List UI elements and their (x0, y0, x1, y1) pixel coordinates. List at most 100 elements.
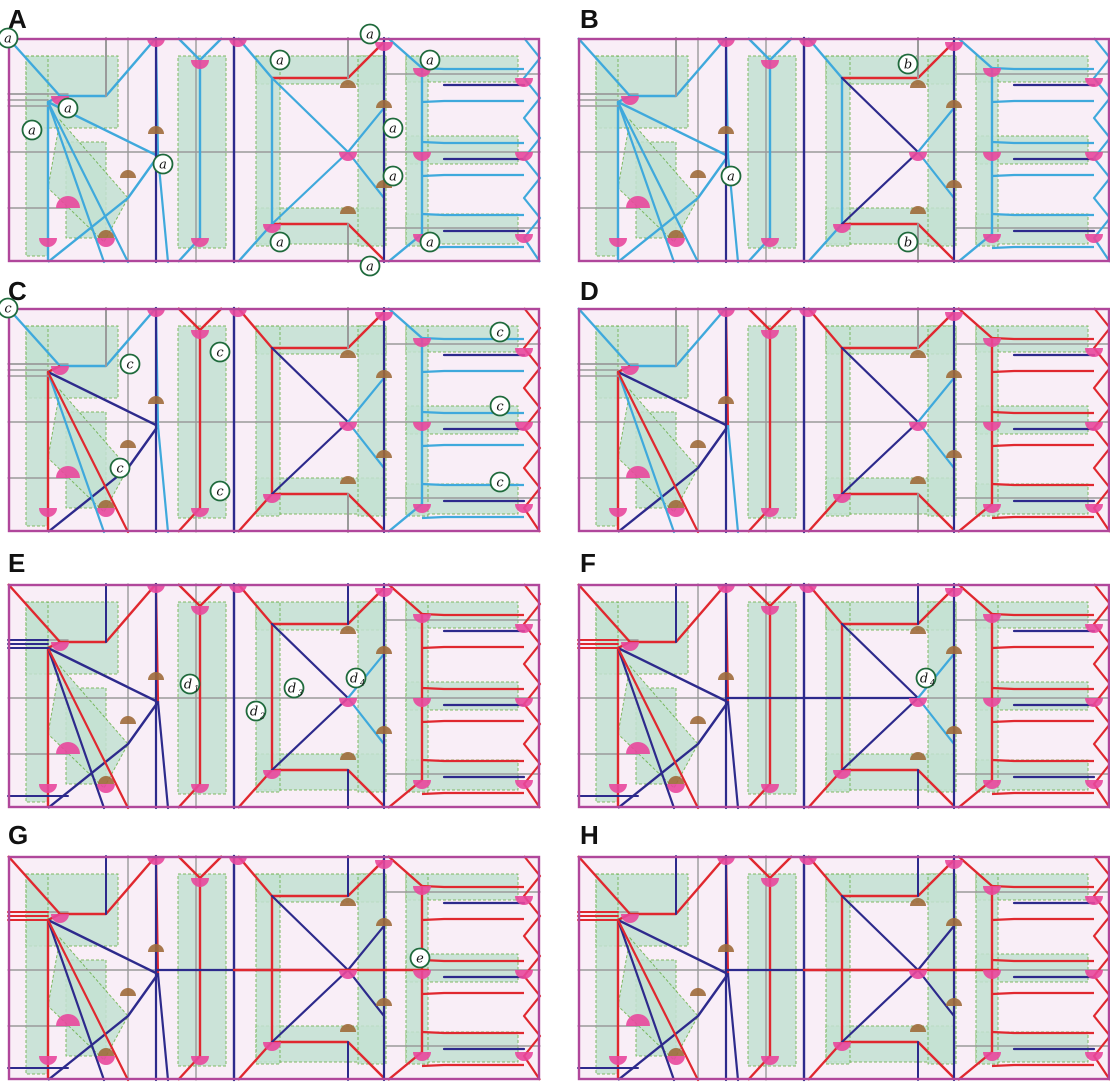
crease-line (422, 760, 524, 761)
crease-line (422, 68, 524, 69)
diagram-body (8, 38, 540, 262)
crease-line (992, 371, 1094, 372)
label-marker: a (421, 51, 440, 70)
crease-pattern-g: e (8, 856, 540, 1080)
label-marker: a (361, 25, 380, 44)
marker-letter: a (276, 236, 284, 251)
crease-line (992, 1032, 1094, 1033)
diagram-body (578, 308, 1110, 532)
label-marker: c (491, 323, 510, 342)
crease-line (992, 688, 1094, 689)
label-marker: a (154, 155, 173, 174)
diagram-body (8, 308, 540, 532)
marker-letter: a (276, 54, 284, 69)
label-marker: a (384, 167, 403, 186)
flap-region (358, 602, 386, 792)
label-marker: b (899, 233, 918, 252)
marker-letter: a (28, 124, 36, 139)
crease-line (992, 960, 1094, 961)
label-marker: d2 (247, 702, 266, 721)
marker-letter: d (350, 672, 358, 687)
marker-letter: c (496, 476, 504, 491)
label-marker: c (111, 459, 130, 478)
crease-line (422, 338, 524, 339)
marker-letter: a (366, 260, 374, 275)
flap-region (26, 56, 48, 256)
crease-line (422, 614, 524, 615)
crease-line (992, 919, 1094, 920)
marker-subscript: 3 (298, 689, 303, 698)
flap-region (256, 602, 280, 792)
crease-line (422, 101, 524, 102)
crease-line (992, 68, 1094, 69)
marker-letter: a (389, 170, 397, 185)
marker-letter: c (216, 485, 224, 500)
label-marker: a (59, 99, 78, 118)
crease-line (422, 1032, 524, 1033)
crease-line (422, 412, 524, 413)
label-marker: d4 (347, 669, 366, 688)
crease-line (992, 484, 1094, 485)
crease-line (422, 886, 524, 887)
marker-letter: b (904, 236, 912, 251)
label-marker: c (0, 299, 18, 318)
label-marker: b (899, 55, 918, 74)
flap-region (26, 602, 48, 802)
flap-region (928, 326, 956, 516)
crease-pattern-a: aaaaaaaaaaaa (8, 38, 540, 262)
label-marker: a (0, 29, 18, 48)
flap-region (406, 602, 428, 792)
flap-region (596, 56, 618, 256)
marker-letter: a (4, 32, 12, 47)
diagram-body (578, 584, 1110, 808)
label-marker: c (211, 482, 230, 501)
marker-letter: c (496, 326, 504, 341)
label-marker: a (384, 119, 403, 138)
label-marker: a (421, 233, 440, 252)
flap-region (596, 602, 618, 802)
crease-pattern-b: b a b (578, 38, 1110, 262)
flap-region (256, 56, 280, 246)
crease-pattern-e: d1d2d3d4 (8, 584, 540, 808)
crease-pattern-f: d4 (578, 584, 1110, 808)
label-marker: a (722, 167, 741, 186)
crease-line (422, 445, 524, 446)
diagram-body (578, 856, 1110, 1080)
label-marker: c (211, 343, 230, 362)
crease-line (992, 338, 1094, 339)
marker-subscript: 4 (359, 679, 365, 688)
marker-letter: a (426, 54, 434, 69)
flap-region (256, 326, 280, 516)
crease-line (992, 214, 1094, 215)
label-marker: e (411, 949, 430, 968)
marker-letter: a (64, 102, 72, 117)
crease-line (422, 993, 524, 994)
panel-label-f: F (580, 548, 596, 579)
crease-line (422, 517, 524, 518)
crease-line (992, 886, 1094, 887)
panel-label-b: B (580, 4, 599, 35)
crease-pattern-h (578, 856, 1110, 1080)
label-marker: a (271, 51, 290, 70)
flap-region (406, 56, 428, 246)
flap-region (976, 326, 998, 516)
marker-letter: d (184, 678, 192, 693)
marker-letter: a (366, 28, 374, 43)
panel-label-g: G (8, 820, 28, 851)
panel-label-d: D (580, 276, 599, 307)
label-marker: c (121, 355, 140, 374)
crease-line (992, 517, 1094, 518)
flap-region (358, 326, 386, 516)
flap-region (596, 326, 618, 526)
flap-region (26, 874, 48, 1074)
crease-line (422, 793, 524, 794)
crease-line (992, 175, 1094, 176)
label-marker: a (361, 257, 380, 276)
crease-line (992, 721, 1094, 722)
flap-region (596, 874, 618, 1074)
crease-line (422, 175, 524, 176)
marker-letter: b (904, 58, 912, 73)
flap-region (26, 326, 48, 526)
marker-letter: d (250, 705, 258, 720)
